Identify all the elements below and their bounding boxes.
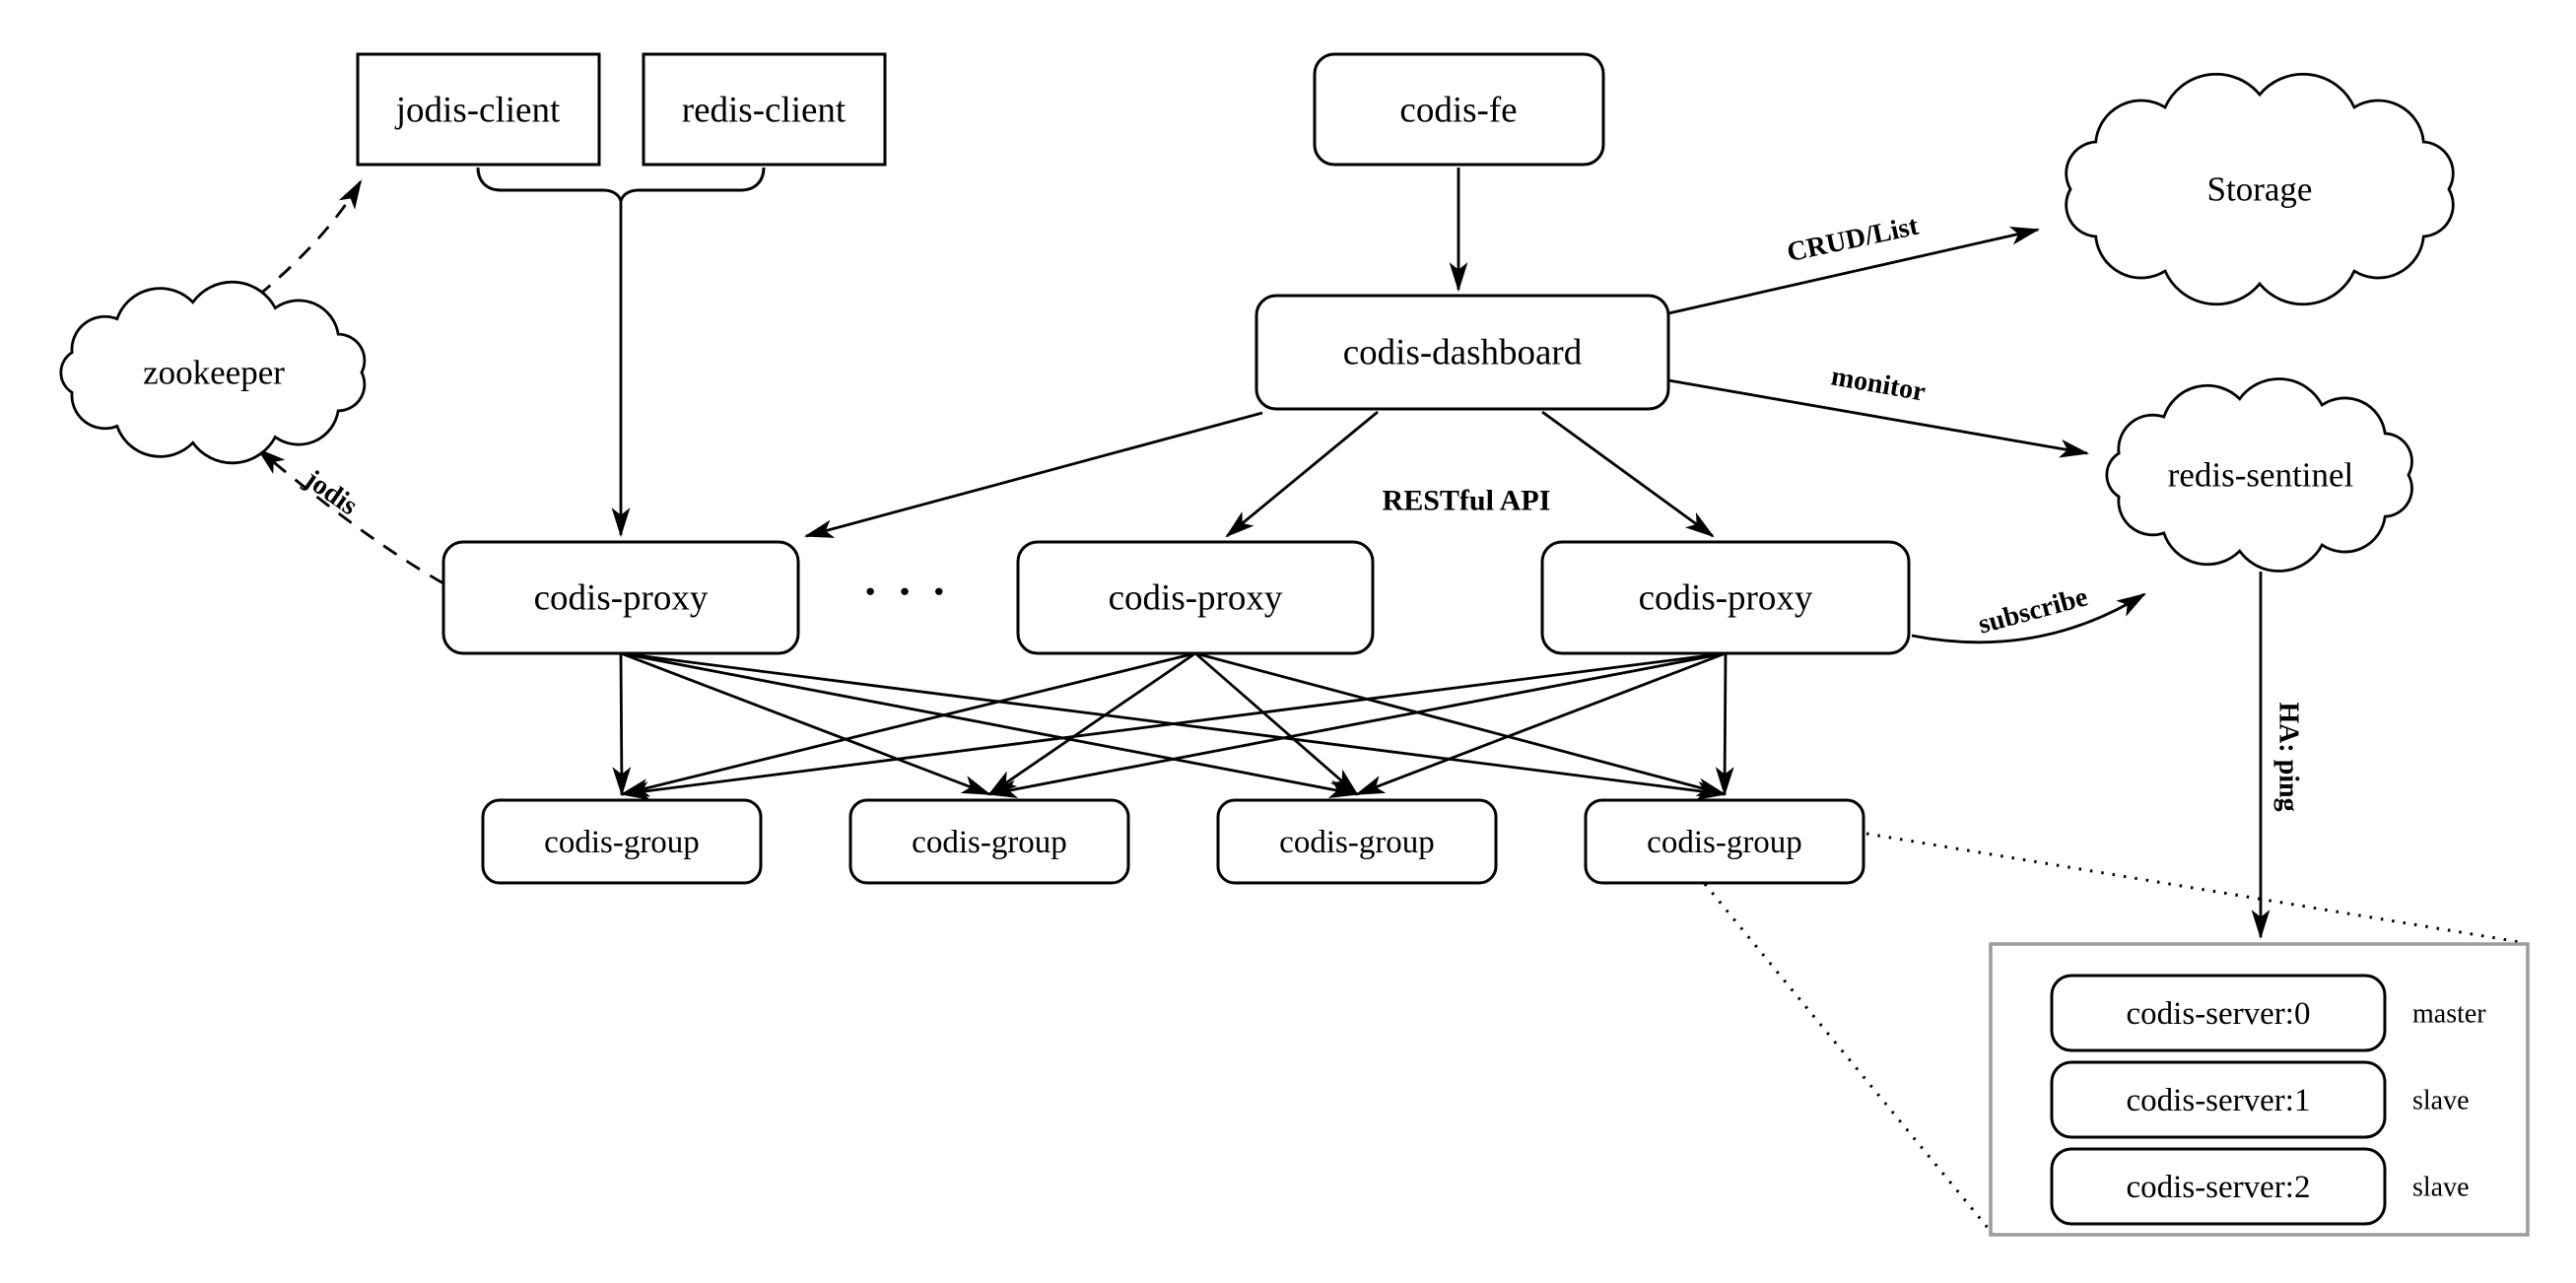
- codis-proxy-1-label: codis-proxy: [534, 578, 709, 619]
- edge-dashboard-to-sentinel: [1667, 378, 2090, 458]
- codis-dashboard-label: codis-dashboard: [1343, 333, 1583, 373]
- edges: [256, 167, 2527, 1235]
- storage-label: Storage: [2207, 170, 2313, 209]
- zookeeper-cloud-shape: [59, 280, 367, 465]
- edge-proxy3-to-group1: [619, 651, 1727, 800]
- codis-group-1-label: codis-group: [544, 825, 700, 860]
- jodis-client-label: jodis-client: [394, 91, 561, 131]
- node-codis-proxy-3: codis-proxy: [1540, 540, 1911, 655]
- codis-proxy-2-label: codis-proxy: [1109, 578, 1283, 619]
- node-zookeeper-cloud: zookeeper: [59, 280, 367, 465]
- codis-server-1-label: codis-server:1: [2127, 1083, 2311, 1118]
- node-codis-group-1: codis-group: [481, 798, 763, 885]
- edge-proxy1-to-zookeeper: [256, 447, 444, 585]
- storage-cloud-shape: [2065, 72, 2455, 306]
- edge-proxy3-to-group3: [1354, 651, 1727, 796]
- edge-dashboard-to-proxy3: [1541, 410, 1715, 538]
- codis-server-0-role: master: [2412, 999, 2486, 1030]
- label-monitor: monitor: [1829, 361, 1928, 407]
- edge-proxy3-to-group4: [1715, 652, 1734, 797]
- node-jodis-client: jodis-client: [356, 52, 601, 167]
- node-redis-client: redis-client: [642, 52, 887, 167]
- clients-brace: [476, 167, 766, 207]
- edge-proxy1-to-group3: [620, 651, 1360, 799]
- node-codis-server-0: codis-server:0 master: [2050, 974, 2486, 1052]
- label-jodis: jodis: [299, 463, 364, 521]
- node-codis-dashboard: codis-dashboard: [1254, 294, 1670, 411]
- codis-group-4-label: codis-group: [1647, 825, 1802, 860]
- node-codis-group-2: codis-group: [848, 798, 1130, 885]
- codis-server-0-label: codis-server:0: [2127, 996, 2311, 1032]
- edge-dashboard-to-proxy1: [803, 411, 1263, 538]
- node-codis-server-2: codis-server:2 slave: [2050, 1147, 2470, 1226]
- node-codis-fe: codis-fe: [1313, 52, 1605, 167]
- edge-group4-to-serverbox-top: [1865, 832, 2527, 945]
- edge-proxy2-to-group1: [619, 651, 1196, 797]
- edge-zookeeper-to-jodis-client: [257, 179, 363, 298]
- server-group-detail-box: codis-server:0 master codis-server:1 sla…: [1989, 942, 2530, 1237]
- edge-proxy2-to-group2: [987, 651, 1196, 796]
- label-ha-ping: HA: ping: [2273, 702, 2304, 811]
- codis-group-3-label: codis-group: [1279, 825, 1435, 860]
- codis-fe-label: codis-fe: [1399, 91, 1517, 131]
- codis-proxy-3-label: codis-proxy: [1639, 578, 1813, 619]
- label-subscribe: subscribe: [1975, 581, 2091, 640]
- codis-server-2-role: slave: [2412, 1173, 2470, 1203]
- edge-group4-to-serverbox-bottom: [1703, 883, 1995, 1235]
- edge-proxy3-to-group2: [986, 651, 1727, 799]
- node-redis-sentinel-cloud: redis-sentinel: [2105, 377, 2413, 573]
- edge-dashboard-to-proxy2: [1225, 410, 1379, 538]
- edge-proxy2-to-group3: [1194, 651, 1359, 796]
- codis-group-2-label: codis-group: [912, 825, 1067, 860]
- edge-proxy3-to-sentinel: [1911, 592, 2146, 644]
- node-codis-group-4: codis-group: [1584, 798, 1865, 885]
- node-codis-proxy-1: codis-proxy: [441, 540, 800, 655]
- redis-sentinel-label: redis-sentinel: [2168, 456, 2354, 495]
- label-restful-api: RESTful API: [1383, 485, 1551, 517]
- node-codis-group-3: codis-group: [1216, 798, 1498, 885]
- proxy-ellipsis: · · ·: [862, 567, 950, 617]
- edge-dashboard-to-storage: [1667, 226, 2041, 315]
- codis-server-1-role: slave: [2412, 1086, 2470, 1116]
- redis-sentinel-cloud-shape: [2105, 377, 2413, 573]
- node-codis-proxy-2: codis-proxy: [1016, 540, 1375, 655]
- zookeeper-label: zookeeper: [143, 354, 285, 392]
- codis-server-2-label: codis-server:2: [2127, 1170, 2311, 1205]
- node-codis-server-1: codis-server:1 slave: [2050, 1060, 2470, 1139]
- redis-client-label: redis-client: [682, 91, 847, 131]
- edge-proxy1-to-group2: [620, 651, 992, 796]
- edge-proxy2-to-group4: [1194, 651, 1728, 796]
- edge-proxy1-to-group1: [612, 652, 632, 797]
- node-storage-cloud: Storage: [2065, 72, 2455, 306]
